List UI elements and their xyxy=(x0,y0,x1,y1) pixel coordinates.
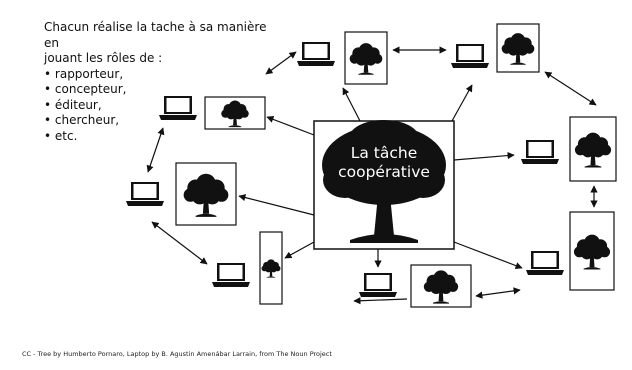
laptop-icon xyxy=(359,273,397,297)
contribution-box xyxy=(259,231,283,305)
contribution-box xyxy=(410,264,472,308)
role-item: concepteur, xyxy=(44,82,284,98)
connection-arrow xyxy=(146,127,165,173)
intro-text: Chacun réalise la tache à sa manière en … xyxy=(44,20,284,144)
central-tree-icon xyxy=(322,120,446,243)
intro-line-2: jouant les rôles de : xyxy=(44,51,163,65)
role-item: rapporteur, xyxy=(44,67,284,83)
connection-arrow xyxy=(475,287,521,299)
connection-arrow xyxy=(544,71,597,106)
central-task: La tâche coopérative xyxy=(313,120,455,250)
connection-arrow xyxy=(266,115,315,136)
contribution-box xyxy=(175,162,237,226)
task-title-line-2: coopérative xyxy=(338,163,430,181)
connection-arrow xyxy=(151,221,208,265)
role-item: etc. xyxy=(44,129,284,145)
laptop-icon xyxy=(297,42,335,66)
laptop-icon xyxy=(126,182,164,206)
contribution-box xyxy=(344,31,388,85)
role-item: éditeur, xyxy=(44,98,284,114)
attribution-credit: CC - Tree by Humberto Pornaro, Laptop by… xyxy=(22,350,332,358)
contribution-box xyxy=(204,96,266,130)
laptop-icon xyxy=(212,263,250,287)
connection-arrow xyxy=(451,84,473,122)
roles-list: rapporteur, concepteur, éditeur, cherche… xyxy=(44,67,284,145)
connection-arrow xyxy=(353,297,408,305)
contribution-box xyxy=(569,211,615,291)
laptop-icon xyxy=(526,251,564,275)
intro-line-1: Chacun réalise la tache à sa manière en xyxy=(44,20,267,50)
laptop-icon xyxy=(159,96,197,120)
connection-arrow xyxy=(342,87,361,122)
connection-arrow xyxy=(453,151,515,161)
connection-arrow xyxy=(284,241,315,259)
connection-arrow xyxy=(453,241,523,270)
contribution-box xyxy=(569,116,617,182)
role-item: chercheur, xyxy=(44,113,284,129)
connection-arrow xyxy=(238,194,315,216)
contribution-box xyxy=(496,23,540,73)
laptop-icon xyxy=(521,140,559,164)
task-title-line-1: La tâche xyxy=(351,144,418,162)
laptop-icon xyxy=(451,44,489,68)
connections xyxy=(146,46,598,305)
connection-arrow xyxy=(265,51,297,75)
